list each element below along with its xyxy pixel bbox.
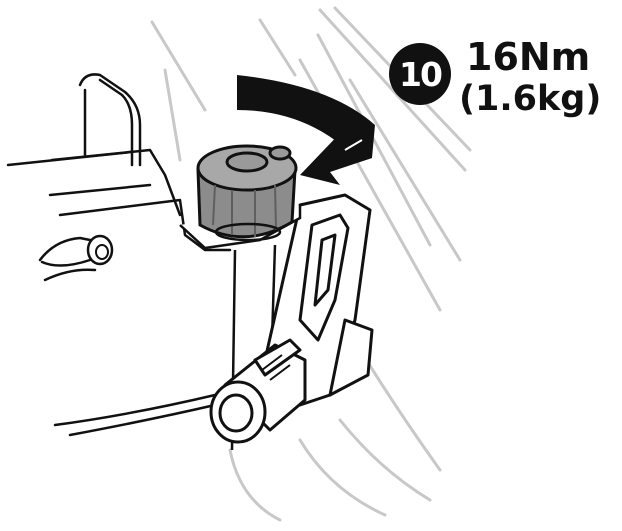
torque-spec: 16Nm (1.6kg) — [459, 35, 622, 120]
frame-outline — [6, 73, 232, 437]
step-number-badge: 10 — [389, 43, 451, 105]
torque-kg: (1.6kg) — [459, 79, 602, 119]
locking-bolt — [209, 338, 307, 444]
pin-end — [86, 234, 114, 266]
torque-nm: 16Nm — [466, 35, 591, 79]
clockwise-rotation-arrow-icon — [237, 75, 375, 185]
tightening-knob — [196, 144, 298, 242]
step-number: 10 — [399, 54, 443, 94]
